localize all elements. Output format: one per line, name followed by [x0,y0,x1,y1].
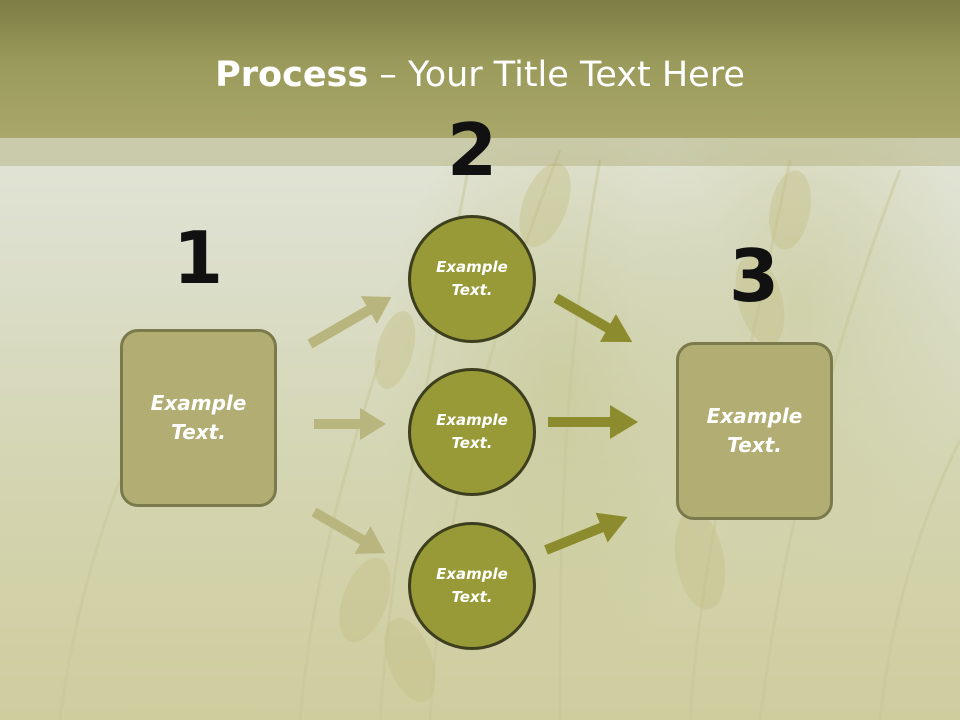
step-box-left-text: Example Text. [150,391,247,444]
step-box-right-text: Example Text. [706,404,803,457]
step-number-1: 1 [172,216,224,300]
step-circle-bottom: Example Text. [408,522,536,650]
step-circle-middle-text: Example Text. [436,411,508,452]
arrow-left-to-middle [314,408,386,440]
step-circle-middle: Example Text. [408,368,536,496]
slide-title: Process – Your Title Text Here [0,52,960,98]
arrow-left-to-bottom [311,507,386,554]
title-band-strip [0,138,960,166]
arrow-left-to-top [307,296,392,349]
arrow-bottom-to-right [544,512,628,555]
arrow-top-to-right [553,293,633,342]
slide-title-bold: Process [215,55,369,95]
step-circle-top-text: Example Text. [436,258,508,299]
step-box-left: Example Text. [120,329,277,507]
step-number-3: 3 [728,234,780,318]
arrow-middle-to-right [548,405,638,439]
step-box-right: Example Text. [676,342,833,520]
step-circle-top: Example Text. [408,215,536,343]
title-band [0,0,960,138]
slide-title-rest: – Your Title Text Here [368,55,745,95]
step-circle-bottom-text: Example Text. [436,565,508,606]
step-number-2: 2 [446,108,498,192]
